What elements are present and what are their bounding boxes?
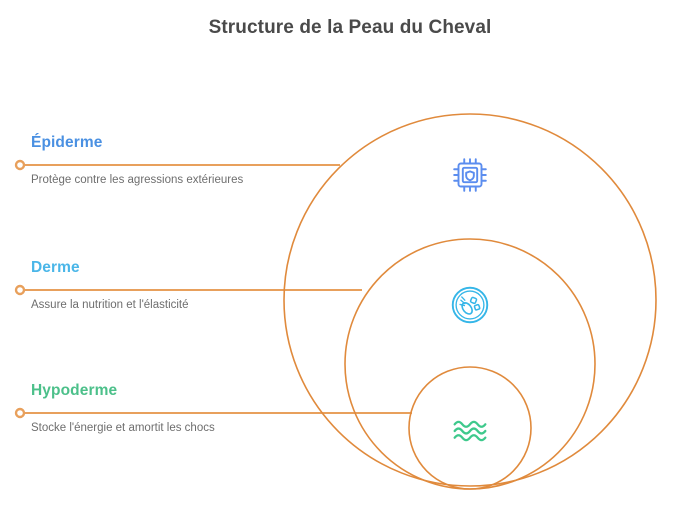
layer-description-derme: Assure la nutrition et l'élasticité (31, 299, 189, 311)
connector-markers (14, 159, 26, 419)
circle-epiderme (283, 113, 657, 487)
layer-description-epiderme: Protège contre les agressions extérieure… (31, 174, 244, 186)
layer-circles (283, 113, 657, 490)
page-title: Structure de la Peau du Cheval (208, 17, 492, 38)
connector-marker-hypoderme (14, 407, 26, 419)
layer-title-epiderme: Épiderme (31, 134, 103, 151)
petri-dish-bacteria-icon (447, 282, 493, 328)
circle-hypoderme (408, 366, 532, 490)
layer-label-derme: Derme Assure la nutrition et l'élasticit… (31, 259, 246, 314)
layer-label-epiderme: Épiderme Protège contre les agressions e… (31, 134, 246, 189)
connector-marker-derme (14, 284, 26, 296)
layer-title-hypoderme: Hypoderme (31, 382, 118, 399)
waves-icon (447, 408, 493, 454)
layer-description-hypoderme: Stocke l'énergie et amortit les chocs (31, 422, 215, 434)
layer-label-hypoderme: Hypoderme Stocke l'énergie et amortit le… (31, 382, 246, 437)
connector-marker-epiderme (14, 159, 26, 171)
layer-title-derme: Derme (31, 259, 80, 276)
microchip-shield-icon (447, 152, 493, 198)
connector-lines (20, 164, 412, 414)
